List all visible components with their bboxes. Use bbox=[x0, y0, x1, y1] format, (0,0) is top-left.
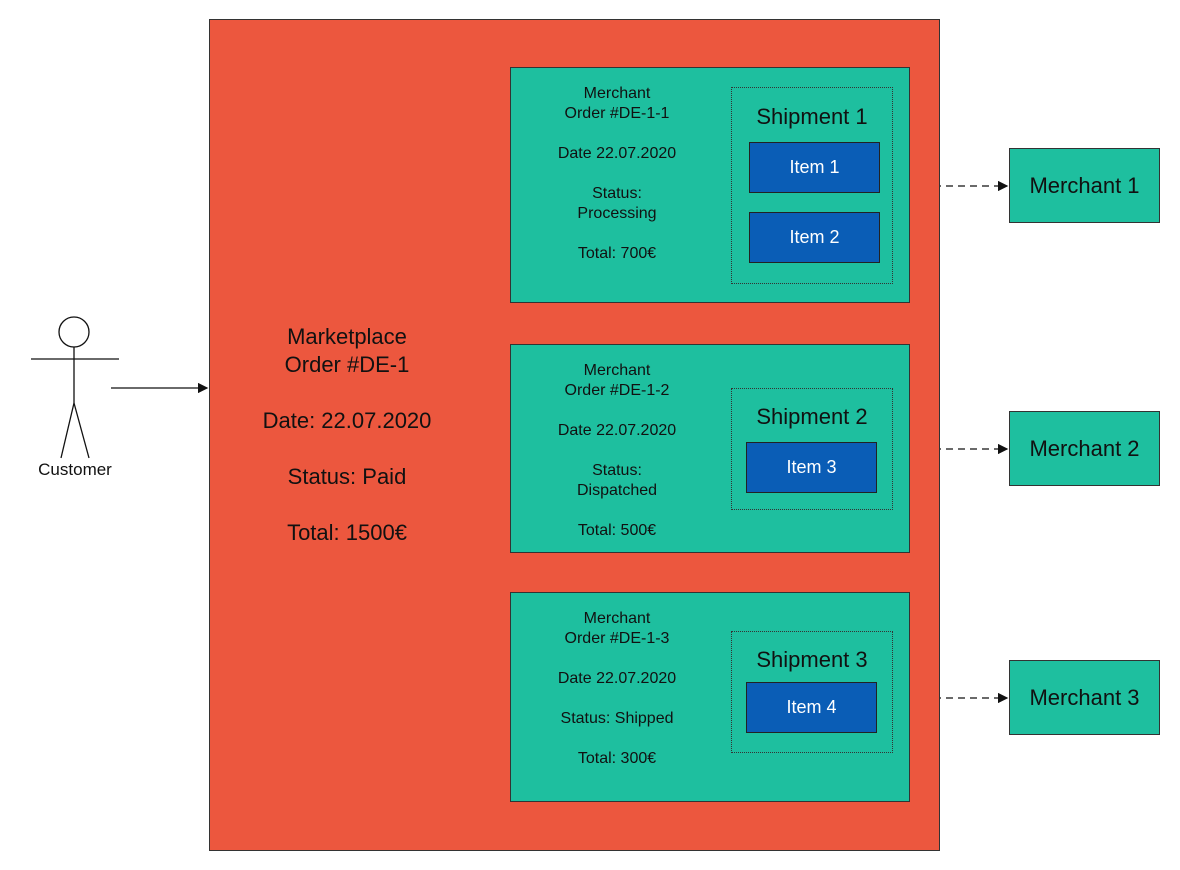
shipment-3: Shipment 3 bbox=[731, 631, 893, 753]
merchant-order-3-line2: Order #DE-1-3 bbox=[564, 630, 670, 647]
merchant-order-2-status-label: Status: bbox=[592, 462, 642, 479]
merchant-order-2-status-value: Dispatched bbox=[576, 482, 658, 499]
marketplace-order-title-line1: Marketplace bbox=[287, 324, 407, 349]
merchant-order-1-info: Merchant Order #DE-1-1 Date 22.07.2020 S… bbox=[525, 84, 709, 264]
merchant-order-2-info: Merchant Order #DE-1-2 Date 22.07.2020 S… bbox=[525, 361, 709, 541]
item-2: Item 2 bbox=[749, 212, 880, 263]
item-4: Item 4 bbox=[746, 682, 877, 733]
merchant-order-3-total: Total: 300€ bbox=[577, 750, 657, 767]
merchant-order-1-status-label: Status: bbox=[592, 185, 642, 202]
merchant-order-1-date: Date 22.07.2020 bbox=[557, 145, 677, 162]
shipment-2-title: Shipment 2 bbox=[756, 404, 868, 429]
marketplace-order-date: Date: 22.07.2020 bbox=[262, 408, 432, 433]
shipment-3-title: Shipment 3 bbox=[756, 647, 868, 672]
merchant-order-2-total: Total: 500€ bbox=[577, 522, 657, 539]
merchant-1: Merchant 1 bbox=[1009, 148, 1160, 223]
merchant-order-1-total: Total: 700€ bbox=[577, 245, 657, 262]
merchant-order-3-info: Merchant Order #DE-1-3 Date 22.07.2020 S… bbox=[525, 609, 709, 769]
merchant-order-3-status: Status: Shipped bbox=[560, 710, 674, 727]
marketplace-order-title-line2: Order #DE-1 bbox=[284, 352, 410, 377]
item-1: Item 1 bbox=[749, 142, 880, 193]
merchant-order-2-line1: Merchant bbox=[583, 362, 651, 379]
merchant-order-3-date: Date 22.07.2020 bbox=[557, 670, 677, 687]
merchant-order-1-line2: Order #DE-1-1 bbox=[564, 105, 670, 122]
merchant-order-1-status-value: Processing bbox=[577, 205, 657, 222]
stick-figure-icon bbox=[31, 316, 119, 459]
marketplace-order-info: Marketplace Order #DE-1 Date: 22.07.2020… bbox=[240, 323, 454, 547]
marketplace-order-status: Status: Paid bbox=[287, 464, 407, 489]
shipment-1-title: Shipment 1 bbox=[756, 104, 868, 129]
merchant-order-2-date: Date 22.07.2020 bbox=[557, 422, 677, 439]
merchant-order-2-line2: Order #DE-1-2 bbox=[564, 382, 670, 399]
merchant-order-1-line1: Merchant bbox=[583, 85, 651, 102]
customer-actor: Customer bbox=[20, 315, 130, 485]
merchant-order-3-line1: Merchant bbox=[583, 610, 651, 627]
merchant-2: Merchant 2 bbox=[1009, 411, 1160, 486]
merchant-3: Merchant 3 bbox=[1009, 660, 1160, 735]
item-3: Item 3 bbox=[746, 442, 877, 493]
shipment-2: Shipment 2 bbox=[731, 388, 893, 510]
shipment-1: Shipment 1 bbox=[731, 87, 893, 284]
customer-label: Customer bbox=[38, 460, 112, 479]
marketplace-order-total: Total: 1500€ bbox=[287, 520, 407, 545]
